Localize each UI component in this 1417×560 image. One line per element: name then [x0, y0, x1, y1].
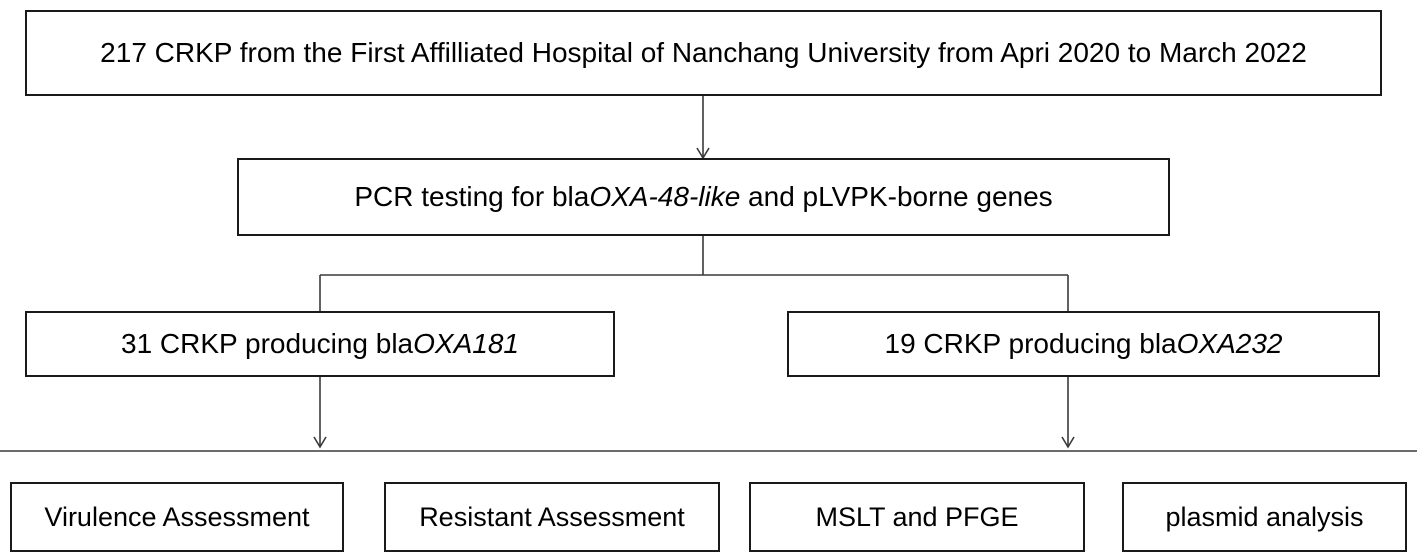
plasmid-analysis-box: plasmid analysis — [1122, 482, 1407, 552]
plasmid-analysis-label: plasmid analysis — [1165, 501, 1364, 532]
mslt-pfge-box: MSLT and PFGE — [749, 482, 1085, 552]
oxa181-group-text: 31 CRKP producing blaOXA181 — [121, 328, 519, 359]
resistant-assessment-label: Resistant Assessment — [419, 501, 685, 532]
pcr-testing-box: PCR testing for blaOXA-48-like and pLVPK… — [237, 158, 1170, 236]
source-isolates-text: 217 CRKP from the First Affilliated Hosp… — [100, 37, 1307, 68]
arrowhead-left-group-down — [313, 436, 327, 449]
mslt-pfge-label: MSLT and PFGE — [815, 501, 1019, 532]
resistant-assessment-box: Resistant Assessment — [384, 482, 720, 552]
arrowhead-right-group-down — [1061, 436, 1075, 449]
oxa232-group-text: 19 CRKP producing blaOXA232 — [884, 328, 1283, 359]
virulence-assessment-label: Virulence Assessment — [44, 501, 310, 532]
virulence-assessment-box: Virulence Assessment — [10, 482, 344, 552]
source-isolates-box: 217 CRKP from the First Affilliated Hosp… — [25, 10, 1382, 96]
pcr-testing-text: PCR testing for blaOXA-48-like and pLVPK… — [354, 181, 1053, 212]
oxa181-group-box: 31 CRKP producing blaOXA181 — [25, 311, 615, 377]
oxa232-group-box: 19 CRKP producing blaOXA232 — [787, 311, 1380, 377]
